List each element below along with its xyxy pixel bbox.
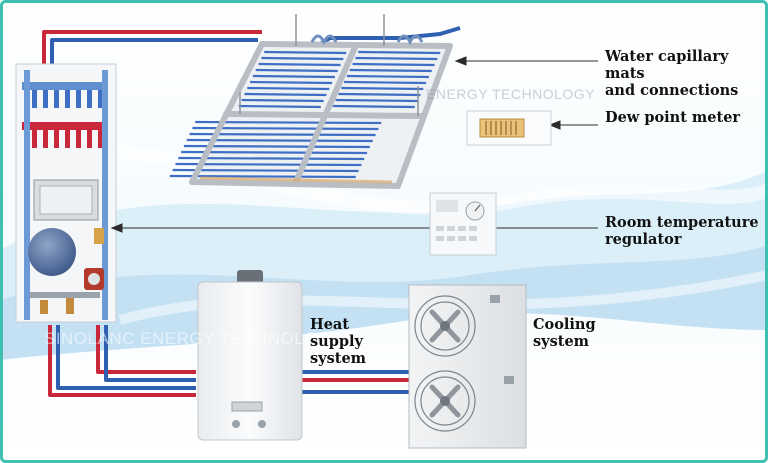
label-room-regulator-line2: regulator bbox=[605, 231, 682, 248]
label-capillary-mats-line3: and connections bbox=[605, 82, 739, 99]
label-room-regulator-line1: Room temperature bbox=[605, 214, 759, 231]
manifold-valve bbox=[32, 130, 37, 148]
capillary-tube bbox=[255, 68, 338, 73]
capillary-tube bbox=[192, 126, 379, 131]
manifold-valve bbox=[76, 90, 81, 108]
label-heat-supply-line2: supply bbox=[310, 333, 363, 350]
capillary-tube bbox=[332, 104, 415, 109]
capillary-tube bbox=[338, 92, 421, 97]
capillary-tube bbox=[252, 74, 335, 79]
watermark-bottom: SINOLANC ENERGY TECHNOLOGY bbox=[44, 329, 344, 348]
manifold-valve bbox=[65, 90, 70, 108]
label-heat-supply: Heat supply system bbox=[310, 316, 366, 367]
capillary-tube bbox=[346, 74, 429, 79]
manifold-valve bbox=[65, 130, 70, 148]
capillary-tube bbox=[181, 150, 368, 155]
manifold-valve bbox=[43, 130, 48, 148]
room-temperature-regulator bbox=[429, 192, 497, 256]
watermark-top: ENERGY TECHNOLOGY bbox=[426, 86, 596, 102]
capillary-tube bbox=[358, 50, 441, 55]
capillary-tube bbox=[349, 68, 432, 73]
capillary-tube bbox=[244, 92, 327, 97]
capillary-tube bbox=[169, 174, 356, 179]
capillary-tube bbox=[238, 104, 321, 109]
capillary-tube bbox=[178, 156, 365, 161]
outdoor-cooling-unit bbox=[408, 284, 527, 449]
manifold-valve bbox=[54, 130, 59, 148]
capillary-tube bbox=[175, 162, 362, 167]
distribution-cabinet bbox=[15, 63, 117, 323]
capillary-tube bbox=[183, 144, 370, 149]
capillary-tube bbox=[341, 86, 424, 91]
capillary-tube bbox=[189, 132, 376, 137]
capillary-tube bbox=[264, 50, 347, 55]
capillary-tube bbox=[258, 62, 341, 67]
capillary-tube bbox=[344, 80, 427, 85]
manifold-valve bbox=[54, 90, 59, 108]
manifold-valve bbox=[98, 130, 103, 148]
label-cooling-line1: Cooling bbox=[533, 316, 596, 333]
manifold-valve bbox=[98, 90, 103, 108]
label-capillary-mats-line2: mats bbox=[605, 65, 645, 82]
capillary-tube bbox=[195, 120, 382, 125]
capillary-tube bbox=[247, 86, 330, 91]
label-room-regulator: Room temperature regulator bbox=[605, 214, 759, 248]
capillary-tube bbox=[355, 56, 438, 61]
manifold-valve bbox=[76, 130, 81, 148]
capillary-tube bbox=[172, 168, 359, 173]
capillary-tube bbox=[352, 62, 435, 67]
manifold-valve bbox=[32, 90, 37, 108]
capillary-tube bbox=[250, 80, 333, 85]
capillary-tube bbox=[241, 98, 324, 103]
label-capillary-mats-line1: Water capillary bbox=[605, 48, 729, 65]
manifold-valve bbox=[87, 90, 92, 108]
capillary-tube bbox=[335, 98, 418, 103]
dew-point-meter bbox=[466, 110, 552, 146]
label-cooling-line2: system bbox=[533, 333, 590, 350]
manifold-valve bbox=[43, 90, 48, 108]
label-heat-supply-line3: system bbox=[310, 350, 367, 367]
label-dew-point-meter: Dew point meter bbox=[605, 109, 741, 126]
label-capillary-mats: Water capillary mats and connections bbox=[605, 48, 738, 99]
leader-lines bbox=[110, 56, 598, 233]
label-cooling-system: Cooling system bbox=[533, 316, 596, 350]
label-heat-supply-line1: Heat bbox=[310, 316, 350, 333]
capillary-tube bbox=[186, 138, 373, 143]
manifold-valve bbox=[87, 130, 92, 148]
boiler-unit bbox=[197, 270, 303, 441]
capillary-mats bbox=[169, 14, 453, 189]
capillary-tube bbox=[261, 56, 344, 61]
